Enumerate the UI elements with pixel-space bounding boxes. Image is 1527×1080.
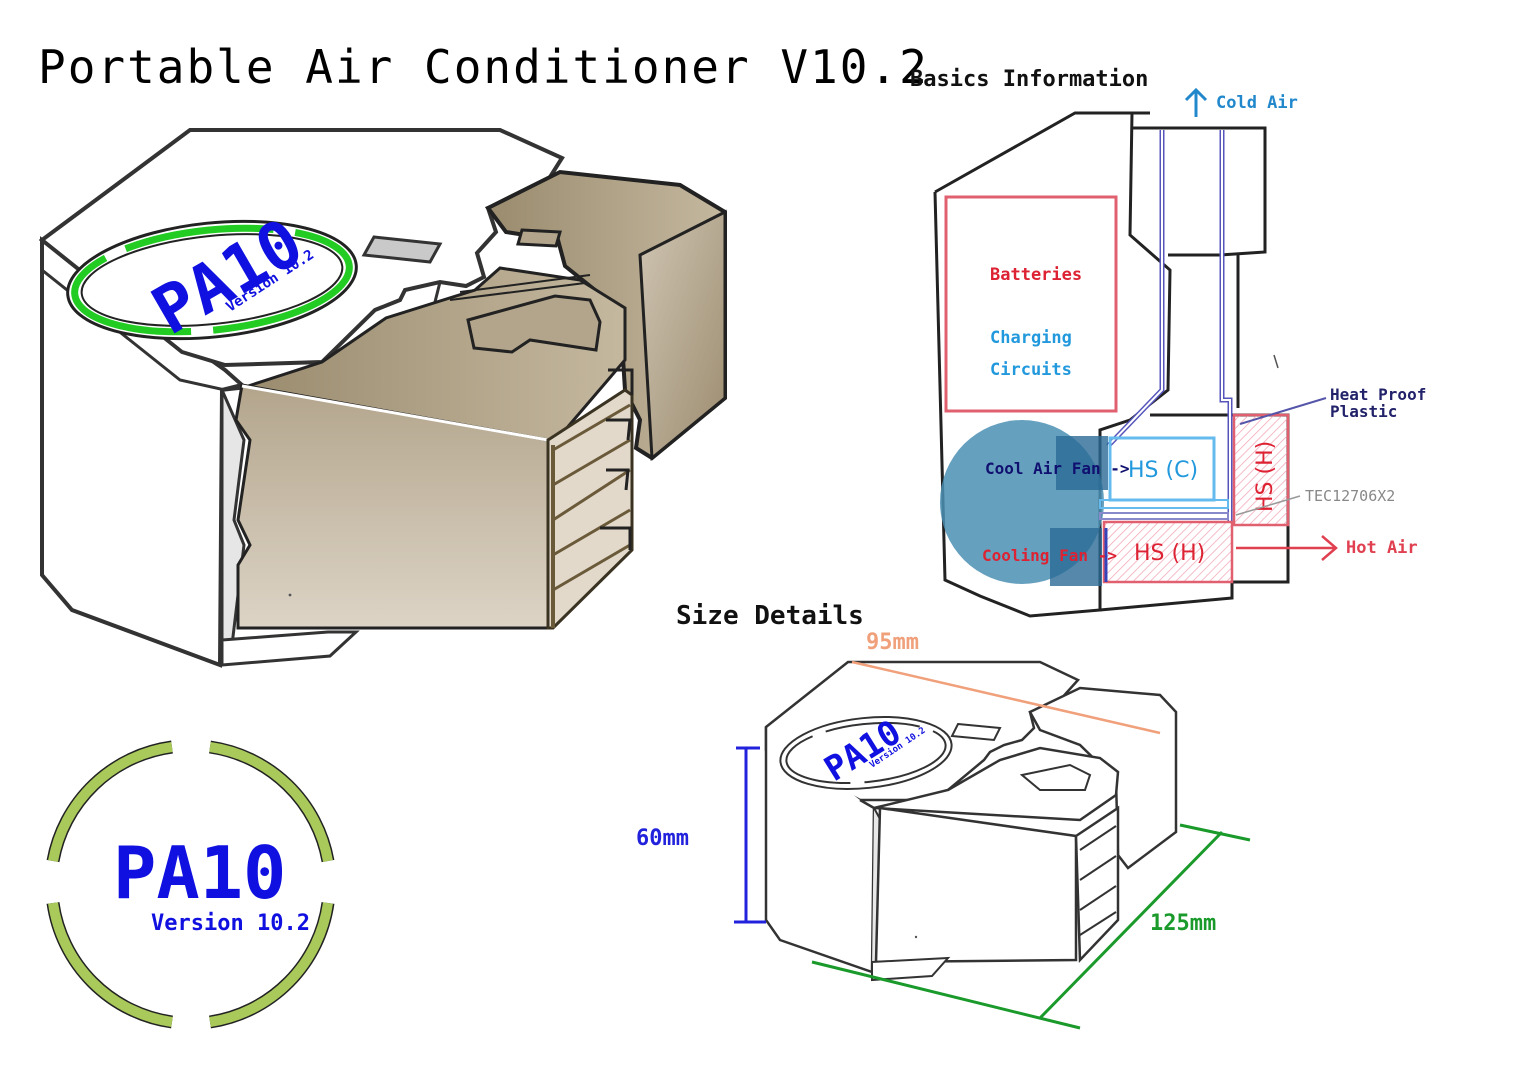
batteries-label: Batteries (990, 265, 1082, 285)
heat-proof-label-2: Plastic (1330, 402, 1397, 421)
big-logo: PA10 Version 10.2 (46, 740, 335, 1029)
heat-proof-label-1: Heat Proof (1330, 385, 1426, 404)
tec-label: TEC12706X2 (1305, 487, 1395, 505)
dim-height: 60mm (636, 826, 689, 851)
charging-label-1: Charging (990, 328, 1072, 348)
main-device-illustration: PA10 Version 10.2 (38, 128, 727, 668)
big-logo-text: PA10 (113, 831, 286, 915)
hs-h-box-label: HS (H) (1134, 541, 1205, 566)
hs-c-label: HS (C) (1128, 458, 1198, 483)
basics-heading: Basics Information (910, 67, 1148, 92)
hot-air-label: Hot Air (1346, 538, 1418, 558)
charging-label-2: Circuits (990, 360, 1072, 380)
size-heading: Size Details (676, 601, 864, 631)
dim-depth: 125mm (1150, 911, 1216, 936)
dim-width: 95mm (866, 630, 919, 655)
cooling-fan-label: Cooling Fan -> (982, 546, 1117, 565)
cold-air-label: Cold Air (1216, 93, 1298, 113)
size-details: Size Details PA10 Version 10.2 95mm 60mm… (636, 601, 1251, 1030)
main-logo-ring (71, 224, 353, 336)
page-title: Portable Air Conditioner V10.2 (38, 40, 929, 94)
basics-diagram: Basics Information Cold Air Batteries Ch… (910, 67, 1426, 618)
hs-h-vertical-label: HS (H) (1253, 441, 1278, 512)
cool-air-fan-label: Cool Air Fan -> (985, 459, 1130, 478)
big-logo-version: Version 10.2 (151, 911, 310, 936)
